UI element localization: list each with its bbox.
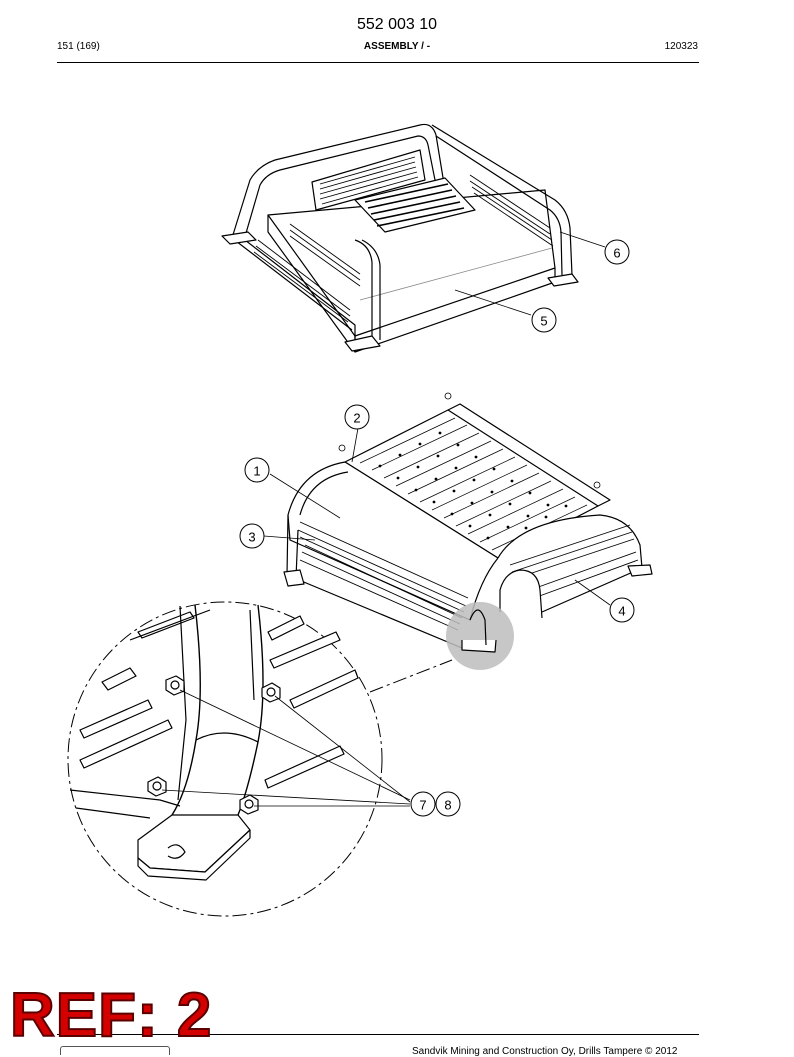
date-code: 120323 bbox=[664, 41, 698, 52]
section-title: ASSEMBLY / - bbox=[363, 41, 431, 52]
callout-5-bubble bbox=[531, 307, 557, 333]
sandvik-logo bbox=[60, 1046, 170, 1055]
top-assembly-view bbox=[221, 123, 606, 353]
callout-8-label: 8 bbox=[444, 798, 451, 813]
callout-7-label: 7 bbox=[419, 798, 426, 813]
page-info: 151 (169) bbox=[57, 41, 100, 52]
callout-1-label: 1 bbox=[253, 464, 260, 479]
middle-assembly-view bbox=[263, 392, 653, 670]
callout-1-bubble bbox=[244, 457, 270, 483]
document-number: 552 003 10 bbox=[356, 16, 438, 33]
callout-6-label: 6 bbox=[613, 246, 620, 261]
callout-2-bubble bbox=[344, 404, 370, 430]
callout-6-bubble bbox=[604, 239, 630, 265]
detail-view bbox=[67, 601, 453, 917]
footer-copyright: Sandvik Mining and Construction Oy, Dril… bbox=[412, 1046, 678, 1057]
callout-2-label: 2 bbox=[353, 411, 360, 426]
header-rule bbox=[57, 62, 699, 63]
callout-4-label: 4 bbox=[618, 604, 625, 619]
callout-8-bubble bbox=[435, 791, 461, 817]
ref-stamp: REF: 2 bbox=[9, 981, 213, 1050]
callout-3-bubble bbox=[239, 523, 265, 549]
callout-7-bubble bbox=[410, 791, 436, 817]
callout-4-bubble bbox=[609, 597, 635, 623]
footer-rule bbox=[57, 1034, 699, 1035]
callout-5-label: 5 bbox=[540, 314, 547, 329]
callout-3-label: 3 bbox=[248, 530, 255, 545]
